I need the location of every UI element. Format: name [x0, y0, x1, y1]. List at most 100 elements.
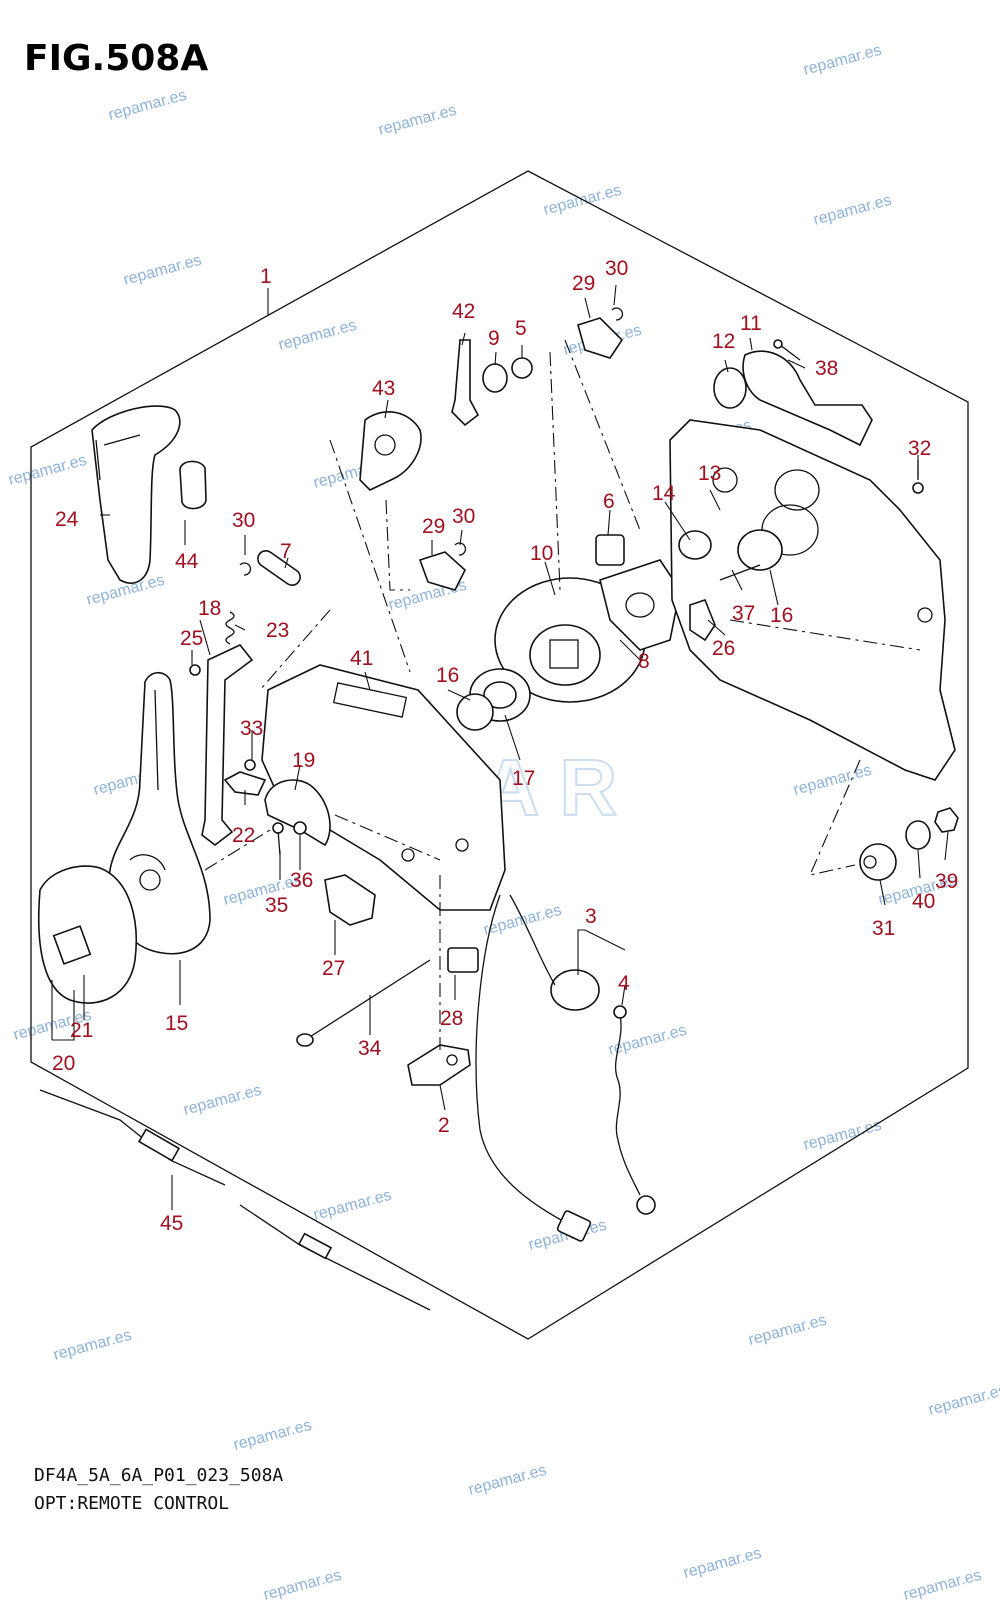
watermark-text: repamar.es [467, 1462, 549, 1499]
section-title: OPT:REMOTE CONTROL [34, 1493, 230, 1514]
callout-9: 9 [488, 327, 500, 350]
stop-switch-3 [509, 894, 600, 1011]
callout-15: 15 [165, 1012, 188, 1035]
pin-7 [257, 550, 301, 586]
callout-31: 31 [872, 917, 895, 940]
watermark-text: repamar.es [232, 1417, 314, 1454]
callout-23: 23 [266, 619, 289, 642]
callout-20: 20 [52, 1052, 75, 1075]
callout-30-mid: 30 [452, 505, 475, 528]
bolt-37 [719, 564, 761, 581]
callout-26: 26 [712, 637, 735, 660]
callout-10: 10 [530, 542, 553, 565]
watermark-text: repamar.es [482, 902, 564, 939]
watermark-text: repamar.es [747, 1312, 829, 1349]
callout-6: 6 [603, 490, 615, 513]
watermark-text: repamar.es [792, 762, 874, 799]
clamp-16-right [737, 529, 783, 571]
neutral-lever-18 [201, 644, 254, 847]
nut-39 [934, 807, 959, 833]
callout-45: 45 [160, 1212, 183, 1235]
clip-30-mid [454, 542, 467, 556]
screw-25 [189, 664, 201, 676]
callout-32: 32 [908, 437, 931, 460]
callout-8: 8 [638, 650, 650, 673]
part-callouts: 1 2 3 4 5 6 7 8 9 10 11 12 13 14 15 16 1… [52, 257, 958, 1235]
lever-grip-44 [179, 460, 207, 510]
plate-22 [223, 771, 267, 796]
watermark-text: repamar.es [312, 1187, 394, 1224]
callout-5: 5 [515, 317, 527, 340]
callout-41: 41 [350, 647, 373, 670]
watermark-text: repamar.es [107, 87, 189, 124]
watermark-text: repamar.es [377, 102, 459, 139]
callout-33: 33 [240, 717, 263, 740]
callout-27: 27 [322, 957, 345, 980]
watermark-text: repamar.es [812, 192, 894, 229]
watermark-text: repamar.es [682, 1545, 764, 1582]
watermark-text: repamar.es [607, 1022, 689, 1059]
callout-4: 4 [618, 972, 630, 995]
wire-harness [475, 894, 592, 1242]
leader-lines [51, 284, 949, 1210]
callout-22: 22 [232, 824, 255, 847]
callout-7: 7 [280, 540, 292, 563]
shaft-6 [595, 534, 625, 566]
callout-37: 37 [732, 602, 755, 625]
callout-2: 2 [438, 1114, 450, 1137]
clip-27 [324, 874, 376, 926]
link-42 [451, 339, 480, 427]
callout-16-right: 16 [770, 604, 793, 627]
callout-30-top: 30 [605, 257, 628, 280]
spring-23 [225, 611, 235, 645]
callout-17: 17 [512, 767, 535, 790]
bolt-34 [296, 959, 431, 1047]
clip-30-top [611, 307, 624, 321]
watermark-text: repamar.es [182, 1082, 264, 1119]
callout-25: 25 [180, 627, 203, 650]
lever-handle-24 [91, 405, 181, 584]
callout-13: 13 [698, 462, 721, 485]
bushing-29-mid [418, 551, 466, 591]
callout-40: 40 [912, 890, 935, 913]
bushing-31 [859, 843, 897, 881]
seal-12 [713, 367, 747, 409]
collar-16-left [456, 693, 494, 731]
washer-36 [293, 821, 307, 835]
control-arm-15 [108, 671, 211, 955]
clip-30-left [239, 562, 252, 576]
watermark-text: repamar.es [277, 317, 359, 354]
washer-40 [905, 820, 931, 850]
callout-43: 43 [372, 377, 395, 400]
watermark-text: repamar.es [122, 252, 204, 289]
callout-42: 42 [452, 300, 475, 323]
watermark-text: repamar.es [262, 1567, 344, 1600]
bushing-29-top [577, 317, 624, 359]
figure-title: FIG.508A [24, 38, 209, 79]
model-code: DF4A_5A_6A_P01_023_508A [34, 1465, 284, 1486]
lanyard-4 [613, 1005, 656, 1215]
ring-14 [678, 530, 712, 560]
callout-39: 39 [935, 870, 958, 893]
lever-cap-11 [742, 350, 873, 447]
watermark-text: repamar.es [802, 42, 884, 79]
washer-5 [511, 357, 533, 379]
callout-38: 38 [815, 357, 838, 380]
block-28 [447, 947, 479, 973]
hub-cover-20 [37, 865, 138, 1004]
callout-18: 18 [198, 597, 221, 620]
watermark-text: repamar.es [802, 1117, 884, 1154]
cam-plate-19 [264, 779, 331, 847]
callout-3: 3 [585, 905, 597, 928]
plate-26 [689, 599, 716, 642]
callout-29-top: 29 [572, 272, 595, 295]
screw-33 [244, 759, 256, 771]
callout-1: 1 [260, 265, 272, 288]
callout-24: 24 [55, 508, 79, 531]
cam-43 [359, 411, 422, 491]
callout-21: 21 [70, 1019, 93, 1042]
watermark-text: repamar.es [7, 452, 89, 489]
plate-2 [407, 1044, 471, 1086]
callout-14: 14 [652, 482, 676, 505]
